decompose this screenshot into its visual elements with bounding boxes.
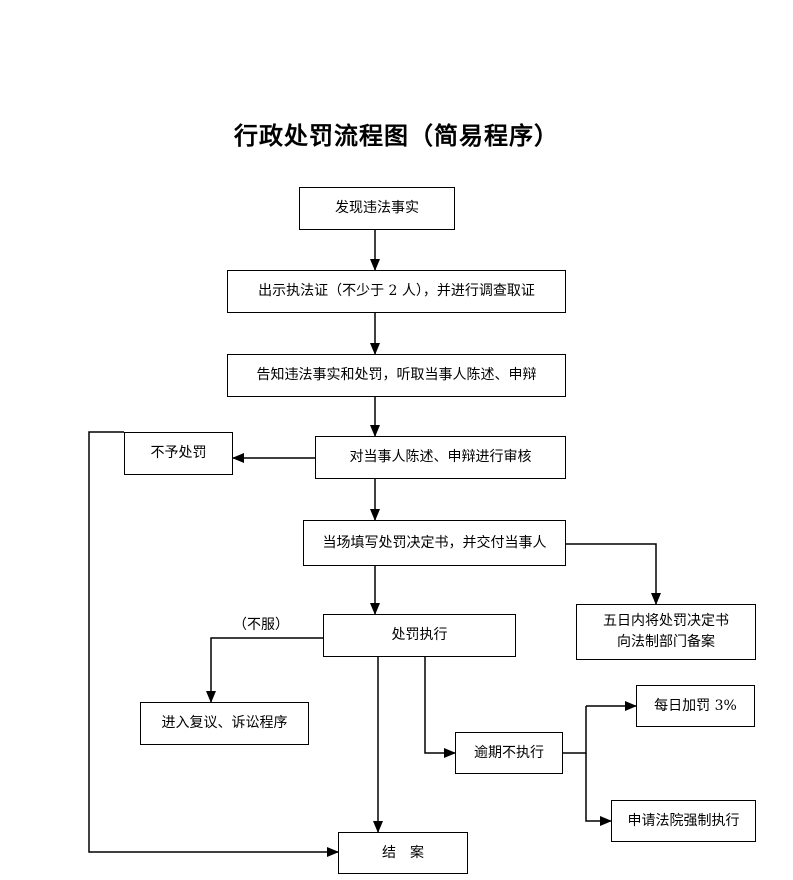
arrow-decision-to-filing — [566, 543, 661, 605]
node-discover: 发现违法事实 — [299, 187, 455, 230]
node-daily-fine: 每日加罚 3% — [636, 685, 755, 727]
arrow-no-penalty-to-close — [88, 431, 339, 857]
node-execute: 处罚执行 — [323, 614, 516, 657]
node-close: 结 案 — [338, 832, 468, 874]
page-title: 行政处罚流程图（简易程序） — [234, 121, 559, 150]
node-review: 对当事人陈述、申辩进行审核 — [315, 436, 566, 479]
edge-label-disagree: （不服） — [233, 617, 289, 633]
node-filing-line2: 向法制部门备案 — [617, 634, 715, 650]
node-filing: 五日内将处罚决定书 向法制部门备案 — [576, 604, 756, 660]
node-overdue: 逾期不执行 — [455, 732, 563, 774]
connector-overdue-branch — [563, 706, 587, 754]
arrow-to-court — [585, 753, 612, 826]
node-show-id: 出示执法证（不少于 2 人），并进行调查取证 — [227, 270, 566, 313]
node-inform: 告知违法事实和处罚，听取当事人陈述、申辩 — [227, 354, 566, 397]
node-filing-line1: 五日内将处罚决定书 — [603, 613, 729, 629]
node-decision: 当场填写处罚决定书，并交付当事人 — [303, 520, 566, 566]
node-reconsider: 进入复议、诉讼程序 — [140, 702, 309, 745]
arrow-execute-to-reconsider — [206, 637, 323, 703]
node-no-penalty: 不予处罚 — [124, 432, 233, 475]
arrow-execute-to-overdue — [424, 657, 456, 758]
node-court: 申请法院强制执行 — [611, 800, 756, 842]
